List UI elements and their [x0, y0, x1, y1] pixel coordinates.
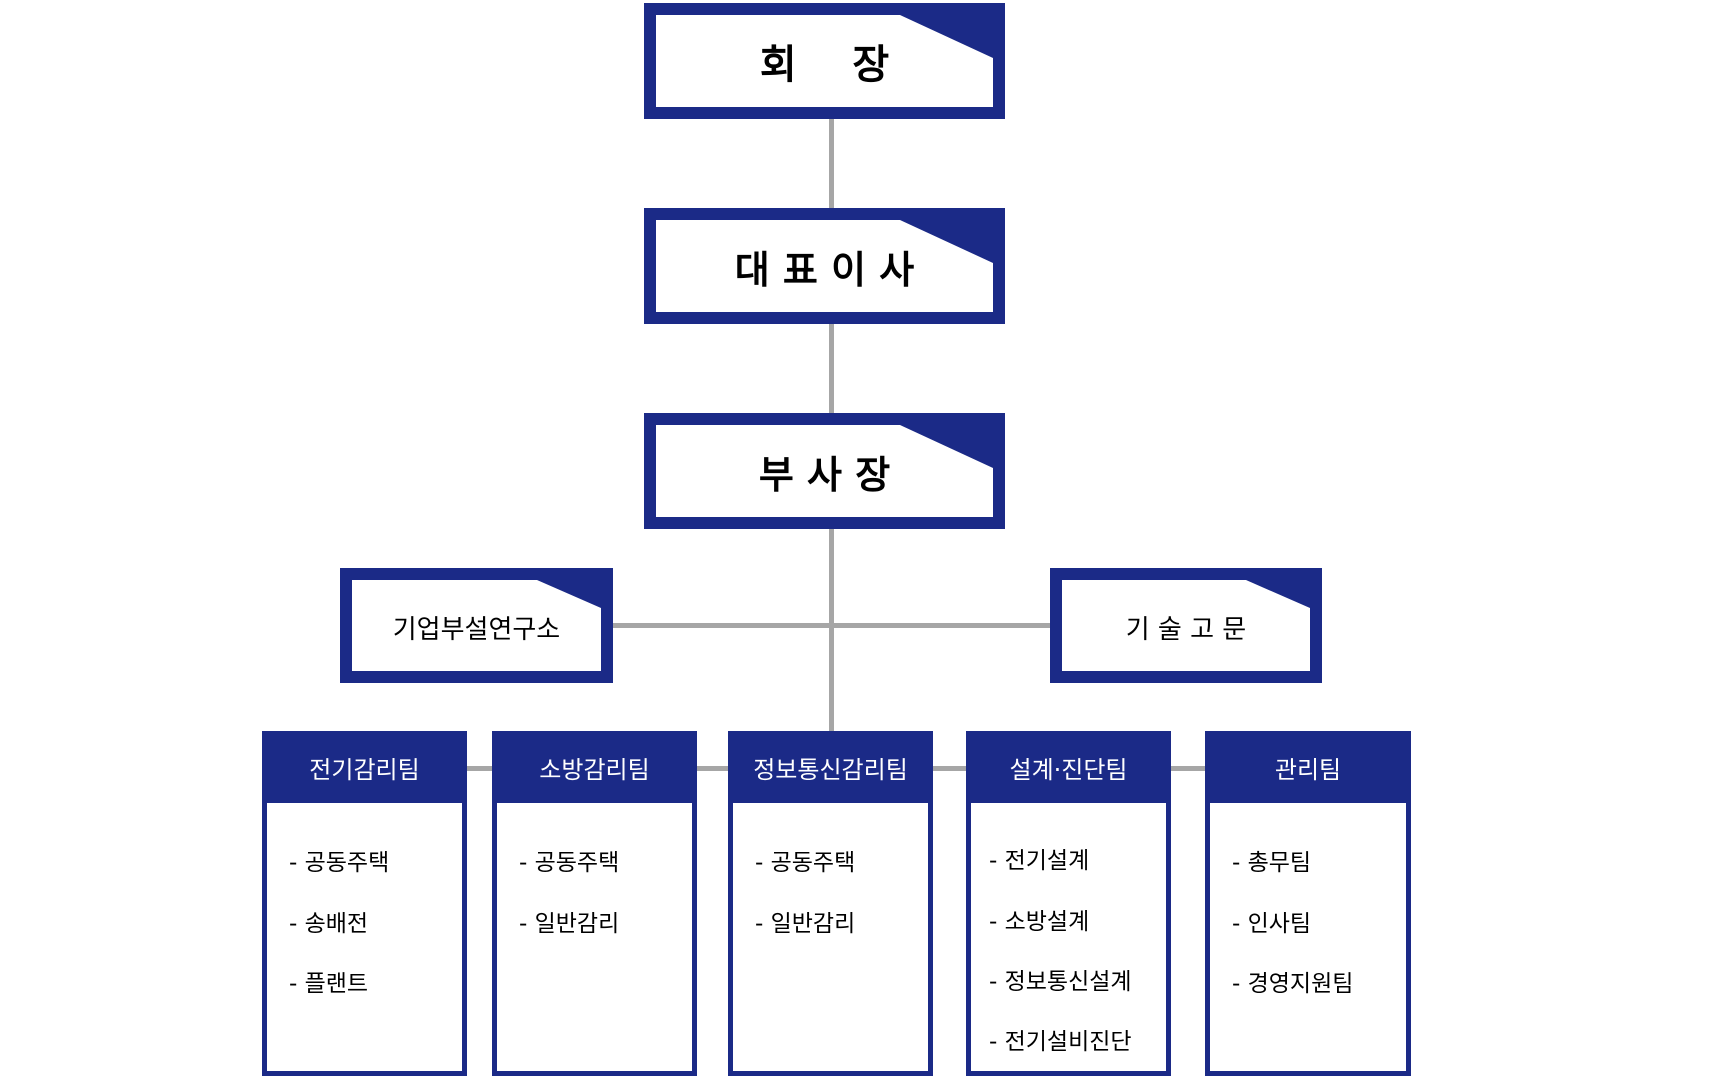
team-item: - 일반감리 — [519, 911, 620, 937]
team-item: - 플랜트 — [289, 971, 369, 997]
side-label: 기 술 고 문 — [1062, 580, 1310, 671]
team-management: 관리팀 - 총무팀 - 인사팀 - 경영지원팀 — [1205, 731, 1411, 1076]
corner-fold-icon — [900, 220, 993, 263]
team-item: - 공동주택 — [755, 850, 856, 876]
team-item: - 공동주택 — [289, 850, 390, 876]
team-name: 정보통신감리팀 — [753, 755, 908, 784]
team-electrical: 전기감리팀 - 공동주택 - 송배전 - 플랜트 — [262, 731, 467, 1076]
team-ict: 정보통신감리팀 - 공동주택 - 일반감리 — [728, 731, 933, 1076]
side-box-tech-advisor: 기 술 고 문 — [1050, 568, 1322, 683]
team-item: - 정보통신설계 — [989, 969, 1132, 995]
team-design: 설계·진단팀 - 전기설계 - 소방설계 - 정보통신설계 - 전기설비진단 — [966, 731, 1171, 1076]
team-fire: 소방감리팀 - 공동주택 - 일반감리 — [492, 731, 697, 1076]
team-item: - 소방설계 — [989, 909, 1090, 935]
team-item: - 전기설비진단 — [989, 1029, 1132, 1055]
exec-box-chairman: 회 장 — [644, 3, 1005, 119]
team-name: 설계·진단팀 — [1009, 755, 1128, 784]
team-item: - 송배전 — [289, 911, 369, 937]
team-name: 소방감리팀 — [539, 755, 650, 784]
corner-fold-icon — [900, 15, 993, 58]
team-item: - 인사팀 — [1232, 911, 1312, 937]
side-box-research-lab: 기업부설연구소 — [340, 568, 613, 683]
exec-label: 회 장 — [656, 15, 993, 107]
team-item: - 총무팀 — [1232, 850, 1312, 876]
team-item: - 경영지원팀 — [1232, 971, 1354, 997]
team-item: - 일반감리 — [755, 911, 856, 937]
team-name: 관리팀 — [1274, 755, 1342, 784]
exec-box-ceo: 대 표 이 사 — [644, 208, 1005, 324]
corner-fold-icon — [1246, 580, 1310, 608]
connector-side — [613, 623, 1050, 628]
corner-fold-icon — [537, 580, 601, 608]
team-item: - 전기설계 — [989, 848, 1090, 874]
corner-fold-icon — [900, 425, 993, 468]
team-name: 전기감리팀 — [309, 755, 420, 784]
side-label: 기업부설연구소 — [352, 580, 601, 671]
team-item: - 공동주택 — [519, 850, 620, 876]
exec-box-vp: 부 사 장 — [644, 413, 1005, 529]
